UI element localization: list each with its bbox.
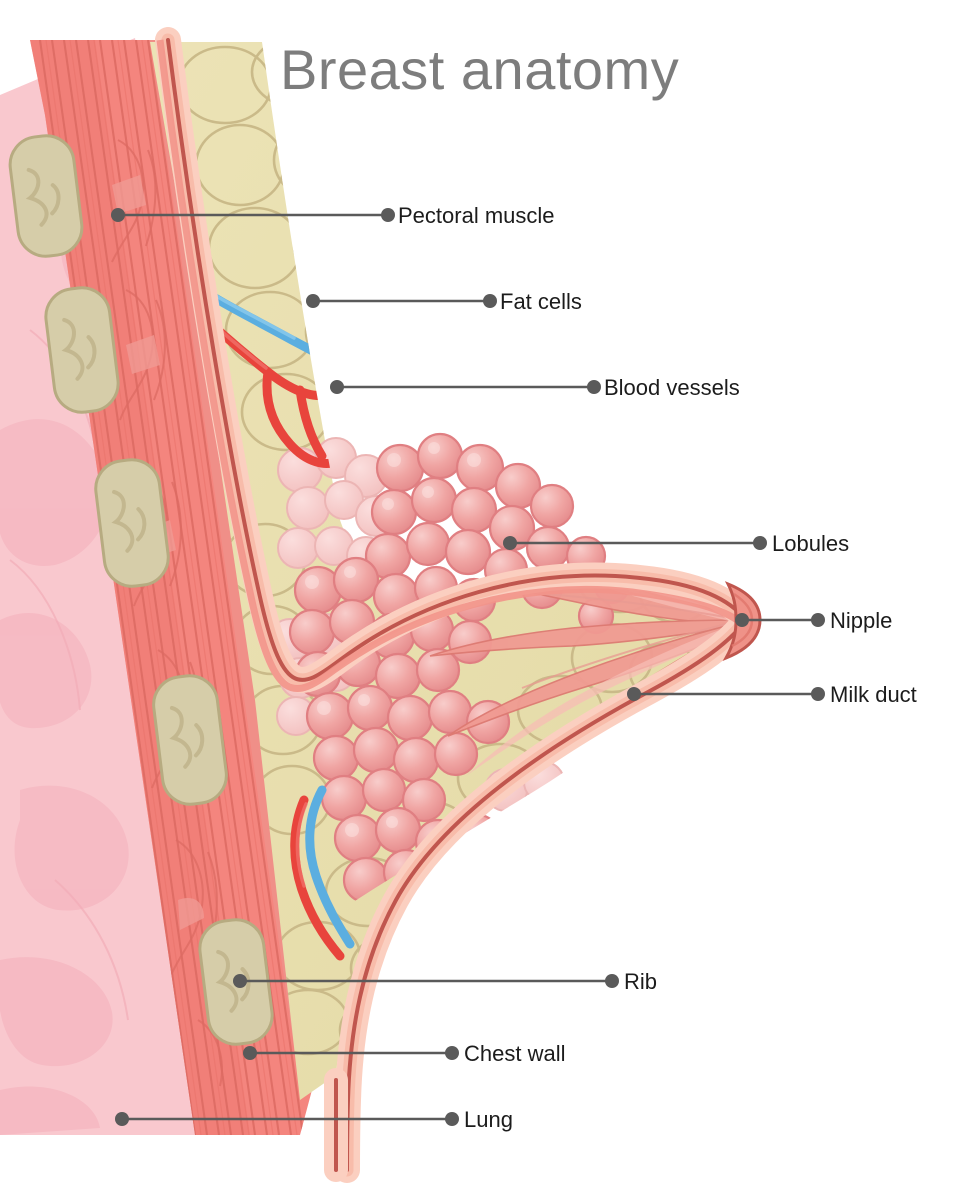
label-lobules: Lobules <box>772 531 850 556</box>
artery <box>290 795 345 961</box>
label-blood-vessels: Blood vessels <box>604 375 740 400</box>
rib-cross-section <box>94 458 170 588</box>
label-nipple: Nipple <box>830 608 893 633</box>
leader-dot-end-pectoral-muscle <box>381 208 395 222</box>
label-chest-wall: Chest wall <box>464 1041 566 1066</box>
leader-dot-end-nipple <box>811 613 825 627</box>
label-lung: Lung <box>464 1107 513 1132</box>
label-fat-cells: Fat cells <box>500 289 582 314</box>
page-title: Breast anatomy <box>280 38 680 101</box>
leader-dot-end-rib <box>605 974 619 988</box>
leader-dot-source-pectoral-muscle <box>111 208 125 222</box>
rib-cross-section <box>8 134 84 258</box>
leader-dot-source-chest-wall <box>243 1046 257 1060</box>
leader-dot-source-rib <box>233 974 247 988</box>
leader-dot-end-milk-duct <box>811 687 825 701</box>
leader-dot-end-fat-cells <box>483 294 497 308</box>
ribs-group <box>8 134 274 1046</box>
leader-dot-end-lobules <box>753 536 767 550</box>
label-rib: Rib <box>624 969 658 994</box>
leader-dot-end-chest-wall <box>445 1046 459 1060</box>
vein <box>305 785 355 949</box>
rib-cross-section <box>152 674 228 806</box>
leader-dot-source-blood-vessels <box>330 380 344 394</box>
label-pectoral-muscle: Pectoral muscle <box>398 203 555 228</box>
leader-dot-source-lobules <box>503 536 517 550</box>
leader-dot-end-lung <box>445 1112 459 1126</box>
rib-cross-section <box>44 286 120 414</box>
skin-layer <box>155 27 763 1183</box>
leader-dot-end-blood-vessels <box>587 380 601 394</box>
leader-dot-source-nipple <box>735 613 749 627</box>
leader-dot-source-milk-duct <box>627 687 641 701</box>
leader-lines-group <box>111 208 825 1126</box>
leader-dot-source-fat-cells <box>306 294 320 308</box>
label-milk-duct: Milk duct <box>830 682 917 707</box>
leader-dot-source-lung <box>115 1112 129 1126</box>
